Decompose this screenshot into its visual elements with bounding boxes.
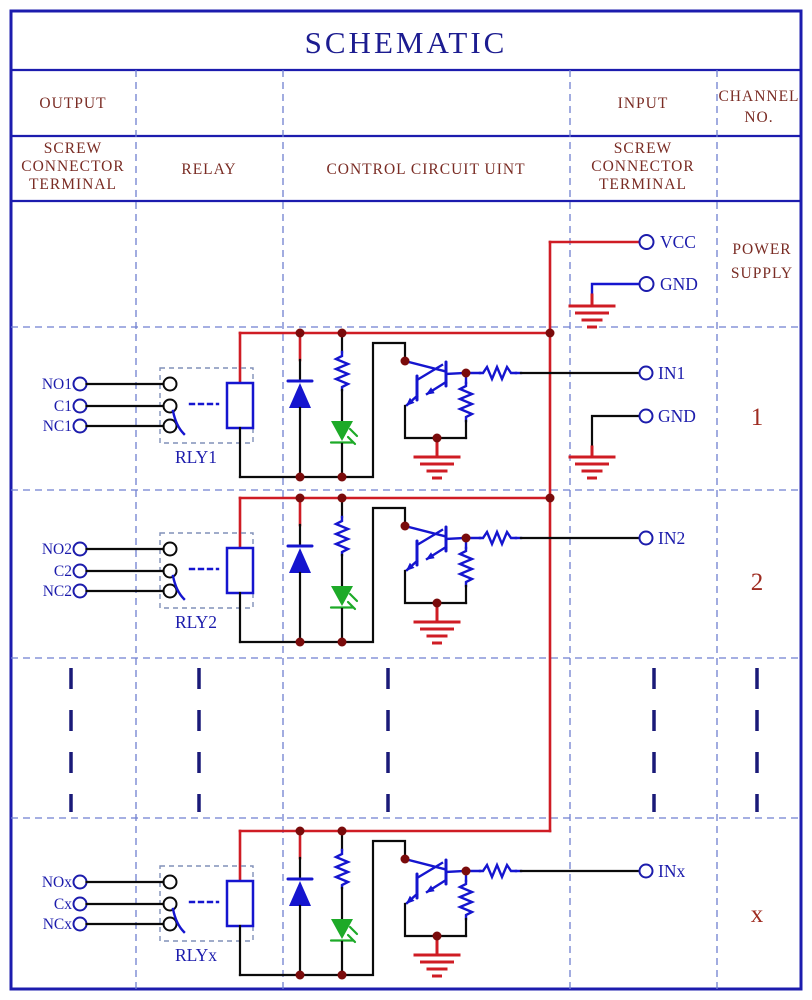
header-output-sub1: SCREW (44, 140, 102, 157)
terminal-power-gnd (638, 276, 655, 292)
c-label: Cx (54, 896, 72, 913)
vcc-label: VCC (660, 232, 696, 252)
continuation-row (69, 668, 759, 812)
header-channel-line1: CHANNEL (718, 88, 799, 105)
power-supply-section: VCC GND POWER SUPPLY (548, 232, 793, 833)
c-label: C2 (54, 563, 72, 580)
power-gnd-label: GND (660, 274, 698, 294)
header-output-sub2: CONNECTOR (21, 158, 124, 175)
relay-label: RLY2 (175, 612, 217, 632)
header-input-sub2: CONNECTOR (591, 158, 694, 175)
power-gnd-wire (590, 282, 642, 299)
channel-number: x (751, 901, 764, 928)
outer-border (9, 9, 803, 991)
header-input: INPUT (618, 95, 669, 112)
header-input-sub1: SCREW (614, 140, 672, 157)
power-label-line2: SUPPLY (731, 265, 793, 282)
header-output-sub3: TERMINAL (29, 176, 117, 193)
in-gnd-label: GND (658, 406, 696, 426)
header-control: CONTROL CIRCUIT UINT (326, 161, 525, 178)
input-gnd (568, 408, 654, 480)
header-output: OUTPUT (39, 95, 106, 112)
header-input-sub3: TERMINAL (599, 176, 687, 193)
no-label: NO2 (42, 541, 72, 558)
page-title: SCHEMATIC (305, 25, 508, 60)
in-label: IN1 (658, 363, 685, 383)
channel-1: NO1 C1 NC1 RLY1 IN1 GND 1 (42, 329, 763, 482)
no-label: NOx (42, 874, 72, 891)
channel-2: NO2 C2 NC2 RLY2 IN2 2 (42, 494, 763, 647)
relay-label: RLY1 (175, 447, 217, 467)
table-grid (9, 9, 803, 991)
power-label-line1: POWER (732, 241, 791, 258)
terminal-vcc (638, 234, 655, 250)
channel-number: 2 (751, 569, 764, 596)
nc-label: NC1 (43, 418, 72, 435)
channel-number: 1 (751, 404, 764, 431)
terminal-in-gnd (638, 408, 654, 424)
in-label: IN2 (658, 528, 685, 548)
in-label: INx (658, 861, 685, 881)
column-headers: OUTPUT INPUT CHANNEL NO. SCREW CONNECTOR… (21, 88, 799, 193)
header-channel-line2: NO. (744, 109, 773, 126)
no-label: NO1 (42, 376, 72, 393)
header-relay: RELAY (181, 161, 236, 178)
nc-label: NC2 (43, 583, 72, 600)
c-label: C1 (54, 398, 72, 415)
nc-label: NCx (43, 916, 73, 933)
relay-label: RLYx (175, 945, 217, 965)
channel-x: NOx Cx NCx RLYx INx x (42, 827, 764, 980)
